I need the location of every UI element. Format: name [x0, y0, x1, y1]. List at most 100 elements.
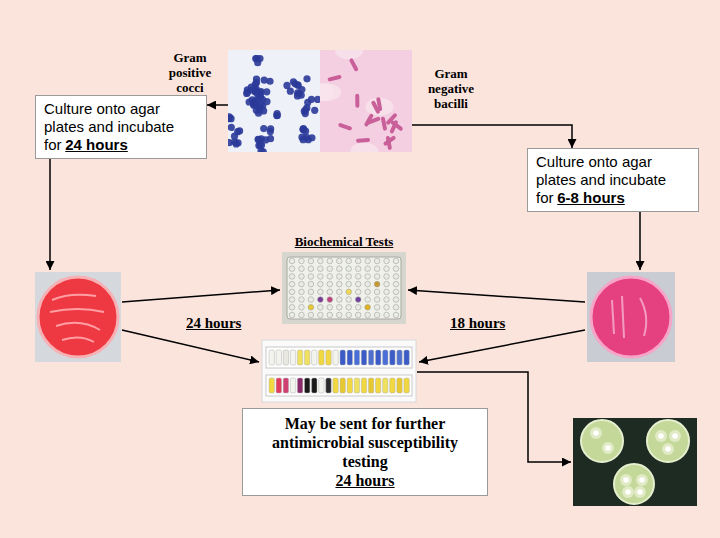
test-cupule [269, 350, 274, 365]
coccus [303, 75, 310, 82]
well [327, 281, 333, 287]
test-cupule [397, 378, 402, 393]
flow-arrow [122, 290, 280, 302]
test-cupule [361, 378, 366, 393]
test-cupule [361, 350, 366, 365]
coccus [234, 128, 241, 135]
well [346, 297, 352, 303]
well [355, 258, 361, 264]
well [374, 281, 380, 287]
susceptibility-plate [647, 420, 689, 462]
coccus [257, 94, 264, 101]
antibiotic-disc [637, 489, 643, 495]
coccus [300, 125, 307, 132]
duration-label: 24 hours [186, 314, 241, 332]
well [308, 297, 314, 303]
well [355, 289, 361, 295]
well [289, 312, 295, 318]
well [355, 281, 361, 287]
well [393, 274, 399, 280]
well [299, 281, 305, 287]
test-cupule [276, 378, 281, 393]
antibiotic-disc [623, 477, 629, 483]
stain-label: Gram negative bacilli [420, 66, 482, 111]
stain-blotch [365, 98, 393, 116]
antibiotic-disc [665, 446, 671, 452]
antibiotic-disc [672, 433, 678, 439]
test-cupule [297, 350, 302, 365]
susceptibility-plate [581, 420, 623, 462]
coccus [256, 55, 263, 62]
well [393, 266, 399, 272]
well [355, 266, 361, 272]
well [327, 297, 333, 303]
duration-text: 24 hours [65, 136, 128, 153]
well [308, 266, 314, 272]
test-cupule [383, 378, 388, 393]
coccus [302, 106, 309, 113]
test-strip-card [262, 340, 416, 402]
well [346, 312, 352, 318]
photo-background [573, 418, 697, 506]
flow-arrow [122, 330, 259, 362]
well [393, 312, 399, 318]
coccus [290, 78, 297, 85]
well [336, 266, 342, 272]
well [308, 258, 314, 264]
well [374, 274, 380, 280]
process-box: May be sent for further antimicrobial su… [242, 408, 488, 496]
stain-blotch [335, 50, 363, 59]
well [365, 304, 371, 310]
well [327, 304, 333, 310]
well [336, 274, 342, 280]
well [374, 297, 380, 303]
well [365, 281, 371, 287]
well [355, 297, 361, 303]
test-cupule [354, 378, 359, 393]
well [336, 281, 342, 287]
well [365, 289, 371, 295]
well [327, 274, 333, 280]
inhibition-zone [662, 443, 674, 455]
antibiotic-disc [658, 433, 664, 439]
well [318, 312, 324, 318]
biochemical-image: Biochemical Tests [282, 234, 406, 324]
antibiotic-disc [625, 489, 631, 495]
well [289, 274, 295, 280]
inhibition-zone [620, 474, 632, 486]
photo-background [35, 272, 121, 362]
well [308, 289, 314, 295]
flow-arrow [49, 159, 51, 270]
well [299, 304, 305, 310]
well [346, 289, 352, 295]
flow-arrow [207, 104, 228, 106]
flow-arrow [408, 290, 585, 302]
test-cupule [368, 378, 373, 393]
coccus [228, 115, 235, 122]
coccus [308, 96, 315, 103]
test-cupule [319, 350, 324, 365]
test-cupule [390, 350, 395, 365]
test-cupule [283, 378, 288, 393]
figure-heading: Biochemical Tests [282, 234, 406, 250]
macconkey-plate [591, 277, 671, 357]
inhibition-zone [636, 474, 648, 486]
test-cupule [347, 378, 352, 393]
coccus [294, 92, 301, 99]
inhibition-zone [622, 486, 634, 498]
well [327, 258, 333, 264]
well [299, 258, 305, 264]
test-cupule [312, 350, 317, 365]
bacillus [376, 97, 382, 111]
well [289, 281, 295, 287]
well [318, 258, 324, 264]
test-cupule [368, 350, 373, 365]
well [299, 289, 305, 295]
well [393, 281, 399, 287]
duration-label: 18 hours [450, 314, 505, 332]
test-cupule [383, 350, 388, 365]
stain-label: Gram positive cocci [158, 50, 222, 95]
well [355, 312, 361, 318]
well [327, 289, 333, 295]
coccus [298, 134, 305, 141]
